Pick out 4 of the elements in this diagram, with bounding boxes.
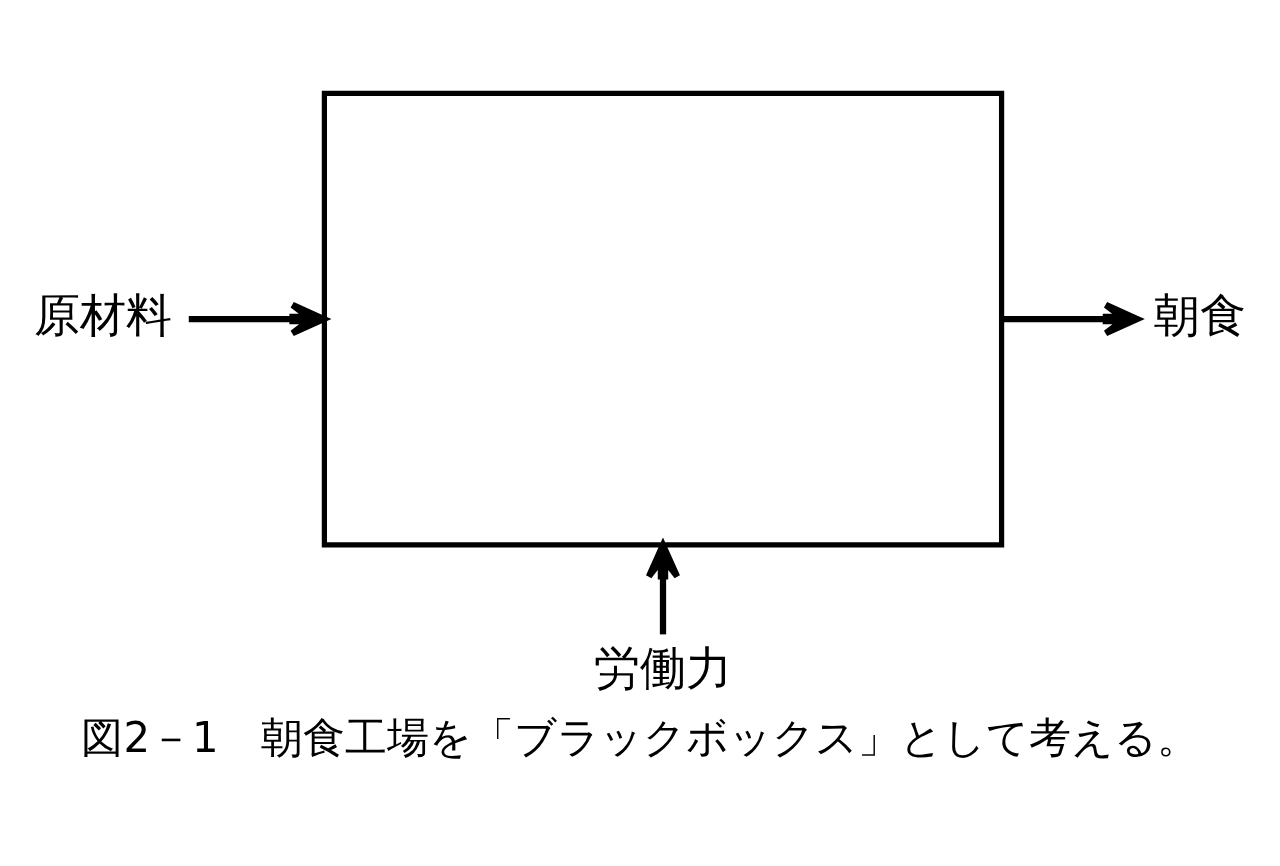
node-text: 朝食 <box>1154 287 1247 342</box>
caption: 図2－1 朝食工場を「ブラックボックス」として考える。 <box>81 712 1199 762</box>
node-text: 原材料 <box>33 287 172 342</box>
node-text: 労働力 <box>593 641 732 696</box>
